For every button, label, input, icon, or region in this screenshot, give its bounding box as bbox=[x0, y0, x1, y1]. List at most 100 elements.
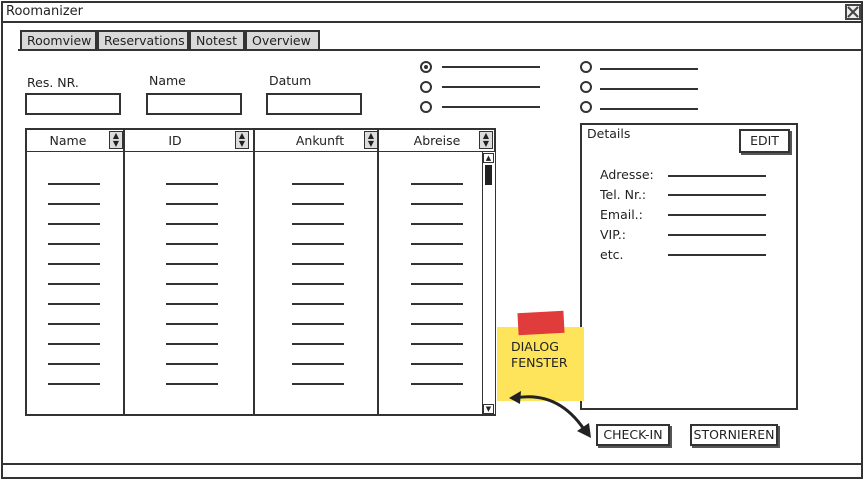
close-button[interactable] bbox=[845, 4, 861, 20]
table-cell-placeholder bbox=[411, 203, 463, 205]
radio-option-6-label bbox=[600, 108, 698, 110]
table-cell-placeholder bbox=[166, 203, 218, 205]
table-cell-placeholder bbox=[292, 203, 344, 205]
radio-option-5[interactable] bbox=[580, 81, 592, 93]
tab-notest[interactable]: Notest bbox=[189, 30, 245, 50]
table-cell-placeholder bbox=[292, 263, 344, 265]
note-flag bbox=[517, 310, 565, 336]
tab-reservations[interactable]: Reservations bbox=[97, 30, 189, 50]
detail-value-adresse bbox=[668, 175, 766, 177]
table-cell-placeholder bbox=[48, 283, 100, 285]
radio-option-3-label bbox=[442, 106, 540, 108]
column-header-name[interactable]: Name bbox=[49, 133, 87, 148]
table-header-divider bbox=[27, 151, 494, 152]
table-cell-placeholder bbox=[48, 383, 100, 385]
table-cell-placeholder bbox=[292, 243, 344, 245]
tab-roomview[interactable]: Roomview bbox=[20, 30, 97, 50]
sort-name-icon[interactable]: ▲▼ bbox=[109, 131, 123, 149]
radio-option-2-label bbox=[442, 86, 540, 88]
dialog-note: DIALOG FENSTER bbox=[497, 327, 584, 401]
radio-option-5-label bbox=[600, 88, 698, 90]
table-cell-placeholder bbox=[48, 203, 100, 205]
table-cell-placeholder bbox=[48, 243, 100, 245]
column-divider bbox=[377, 130, 379, 414]
window-title: Roomanizer bbox=[6, 4, 84, 19]
check-in-button[interactable]: CHECK-IN bbox=[596, 424, 670, 446]
table-cell-placeholder bbox=[166, 383, 218, 385]
table-cell-placeholder bbox=[48, 303, 100, 305]
table-cell-placeholder bbox=[292, 183, 344, 185]
table-cell-placeholder bbox=[166, 263, 218, 265]
table-cell-placeholder bbox=[48, 323, 100, 325]
detail-label-tel: Tel. Nr.: bbox=[600, 187, 647, 202]
table-cell-placeholder bbox=[166, 283, 218, 285]
datum-input[interactable] bbox=[266, 93, 362, 115]
table-cell-placeholder bbox=[411, 263, 463, 265]
scroll-up-icon[interactable]: ▲ bbox=[483, 153, 494, 163]
radio-option-4[interactable] bbox=[580, 61, 592, 73]
table-cell-placeholder bbox=[166, 243, 218, 245]
radio-option-3[interactable] bbox=[420, 101, 432, 113]
table-scrollbar[interactable] bbox=[482, 152, 495, 414]
detail-label-etc: etc. bbox=[600, 247, 624, 262]
details-title: Details bbox=[587, 126, 631, 141]
res-nr-input[interactable] bbox=[25, 93, 121, 115]
table-cell-placeholder bbox=[411, 323, 463, 325]
stornieren-button[interactable]: STORNIEREN bbox=[690, 424, 778, 446]
table-cell-placeholder bbox=[411, 343, 463, 345]
detail-label-adresse: Adresse: bbox=[600, 167, 654, 182]
radio-option-1-label bbox=[442, 66, 540, 68]
table-cell-placeholder bbox=[292, 343, 344, 345]
radio-option-2[interactable] bbox=[420, 81, 432, 93]
sort-id-icon[interactable]: ▲▼ bbox=[235, 131, 249, 149]
radio-option-6[interactable] bbox=[580, 101, 592, 113]
title-bar bbox=[3, 3, 861, 23]
column-header-id[interactable]: ID bbox=[168, 133, 182, 148]
table-cell-placeholder bbox=[411, 183, 463, 185]
table-cell-placeholder bbox=[292, 363, 344, 365]
arrow-icon bbox=[509, 391, 591, 438]
detail-value-etc bbox=[668, 254, 766, 256]
radio-option-1[interactable] bbox=[420, 61, 432, 73]
table-cell-placeholder bbox=[411, 383, 463, 385]
table-cell-placeholder bbox=[166, 343, 218, 345]
tab-overview[interactable]: Overview bbox=[245, 30, 320, 50]
table-cell-placeholder bbox=[48, 263, 100, 265]
detail-value-vip bbox=[668, 234, 766, 236]
column-header-abreise[interactable]: Abreise bbox=[413, 133, 461, 148]
edit-button[interactable]: EDIT bbox=[739, 129, 790, 153]
table-cell-placeholder bbox=[411, 303, 463, 305]
table-cell-placeholder bbox=[166, 363, 218, 365]
table-cell-placeholder bbox=[166, 303, 218, 305]
details-panel bbox=[580, 123, 798, 410]
table-cell-placeholder bbox=[48, 223, 100, 225]
table-cell-placeholder bbox=[48, 183, 100, 185]
table-cell-placeholder bbox=[166, 223, 218, 225]
table-cell-placeholder bbox=[292, 303, 344, 305]
column-divider bbox=[253, 130, 255, 414]
scroll-thumb[interactable] bbox=[485, 165, 492, 185]
table-cell-placeholder bbox=[166, 183, 218, 185]
dialog-note-line-2: FENSTER bbox=[511, 355, 568, 370]
sort-abreise-icon[interactable]: ▲▼ bbox=[479, 131, 493, 149]
table-cell-placeholder bbox=[411, 363, 463, 365]
name-input[interactable] bbox=[146, 93, 242, 115]
detail-value-email bbox=[668, 214, 766, 216]
scroll-down-icon[interactable]: ▼ bbox=[483, 404, 494, 414]
column-header-ankunft[interactable]: Ankunft bbox=[295, 133, 345, 148]
detail-label-email: Email.: bbox=[600, 207, 643, 222]
table-cell-placeholder bbox=[292, 283, 344, 285]
reservations-table bbox=[25, 128, 496, 416]
table-cell-placeholder bbox=[411, 283, 463, 285]
name-label: Name bbox=[149, 73, 186, 88]
table-cell-placeholder bbox=[292, 323, 344, 325]
close-icon bbox=[847, 6, 859, 18]
res-nr-label: Res. NR. bbox=[27, 75, 79, 90]
tab-divider bbox=[18, 49, 862, 51]
status-bar bbox=[1, 465, 863, 479]
detail-label-vip: VIP.: bbox=[600, 227, 627, 242]
table-cell-placeholder bbox=[166, 323, 218, 325]
sort-ankunft-icon[interactable]: ▲▼ bbox=[364, 131, 378, 149]
table-cell-placeholder bbox=[48, 343, 100, 345]
detail-value-tel bbox=[668, 194, 766, 196]
